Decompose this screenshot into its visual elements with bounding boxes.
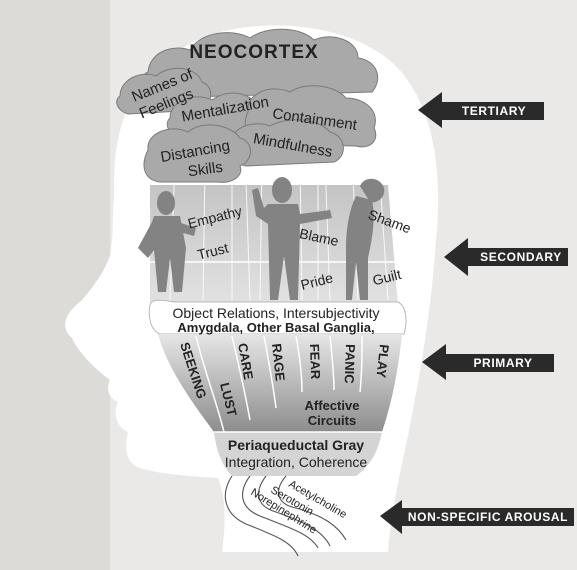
primary-circuits-region (158, 334, 402, 432)
circuit-fear: FEAR (307, 344, 323, 381)
arrow-non-specific-arousal: NON-SPECIFIC AROUSAL (380, 500, 574, 534)
arrow-tertiary-label: TERTIARY (462, 104, 526, 118)
object-relations-band (148, 299, 407, 335)
amygdala-label: Amygdala, Other Basal Ganglia, (177, 320, 374, 335)
arrow-secondary: SECONDARY (444, 238, 568, 276)
object-relations-label: Object Relations, Intersubjectivity (173, 305, 380, 321)
arrow-secondary-label: SECONDARY (480, 250, 562, 264)
circuit-rage: RAGE (269, 343, 288, 382)
integration-label: Integration, Coherence (225, 454, 368, 470)
arrow-primary: PRIMARY (422, 344, 554, 380)
affective-label-line2: Circuits (308, 413, 356, 428)
neurotransmitter-strands (224, 475, 347, 557)
hanging-strings (169, 185, 389, 301)
arrow-primary-label: PRIMARY (473, 356, 532, 370)
person-figures (138, 177, 385, 300)
label-pride: Pride (299, 269, 335, 292)
circuit-care: CARE (235, 342, 256, 381)
cloud-label-skills: Skills (187, 159, 224, 181)
label-guilt: Guilt (371, 266, 403, 289)
circuit-dividers (195, 335, 363, 433)
circuit-panic: PANIC (342, 344, 358, 385)
empathy-figure (138, 191, 196, 292)
periaqueductal-label: Periaqueductal Gray (228, 437, 364, 453)
circuit-play: PLAY (373, 344, 391, 379)
arrow-tertiary: TERTIARY (418, 92, 544, 128)
label-trust: Trust (196, 240, 230, 263)
page-shadow (0, 0, 110, 570)
affective-label-line1: Affective (305, 398, 360, 413)
arrow-non-specific-arousal-label: NON-SPECIFIC AROUSAL (408, 510, 568, 524)
periaqueductal-gray-region (214, 432, 382, 476)
neocortex-title: NEOCORTEX (189, 42, 318, 63)
neocortex-clouds (116, 28, 379, 183)
shame-figure (346, 178, 385, 300)
blame-figure (252, 177, 332, 300)
